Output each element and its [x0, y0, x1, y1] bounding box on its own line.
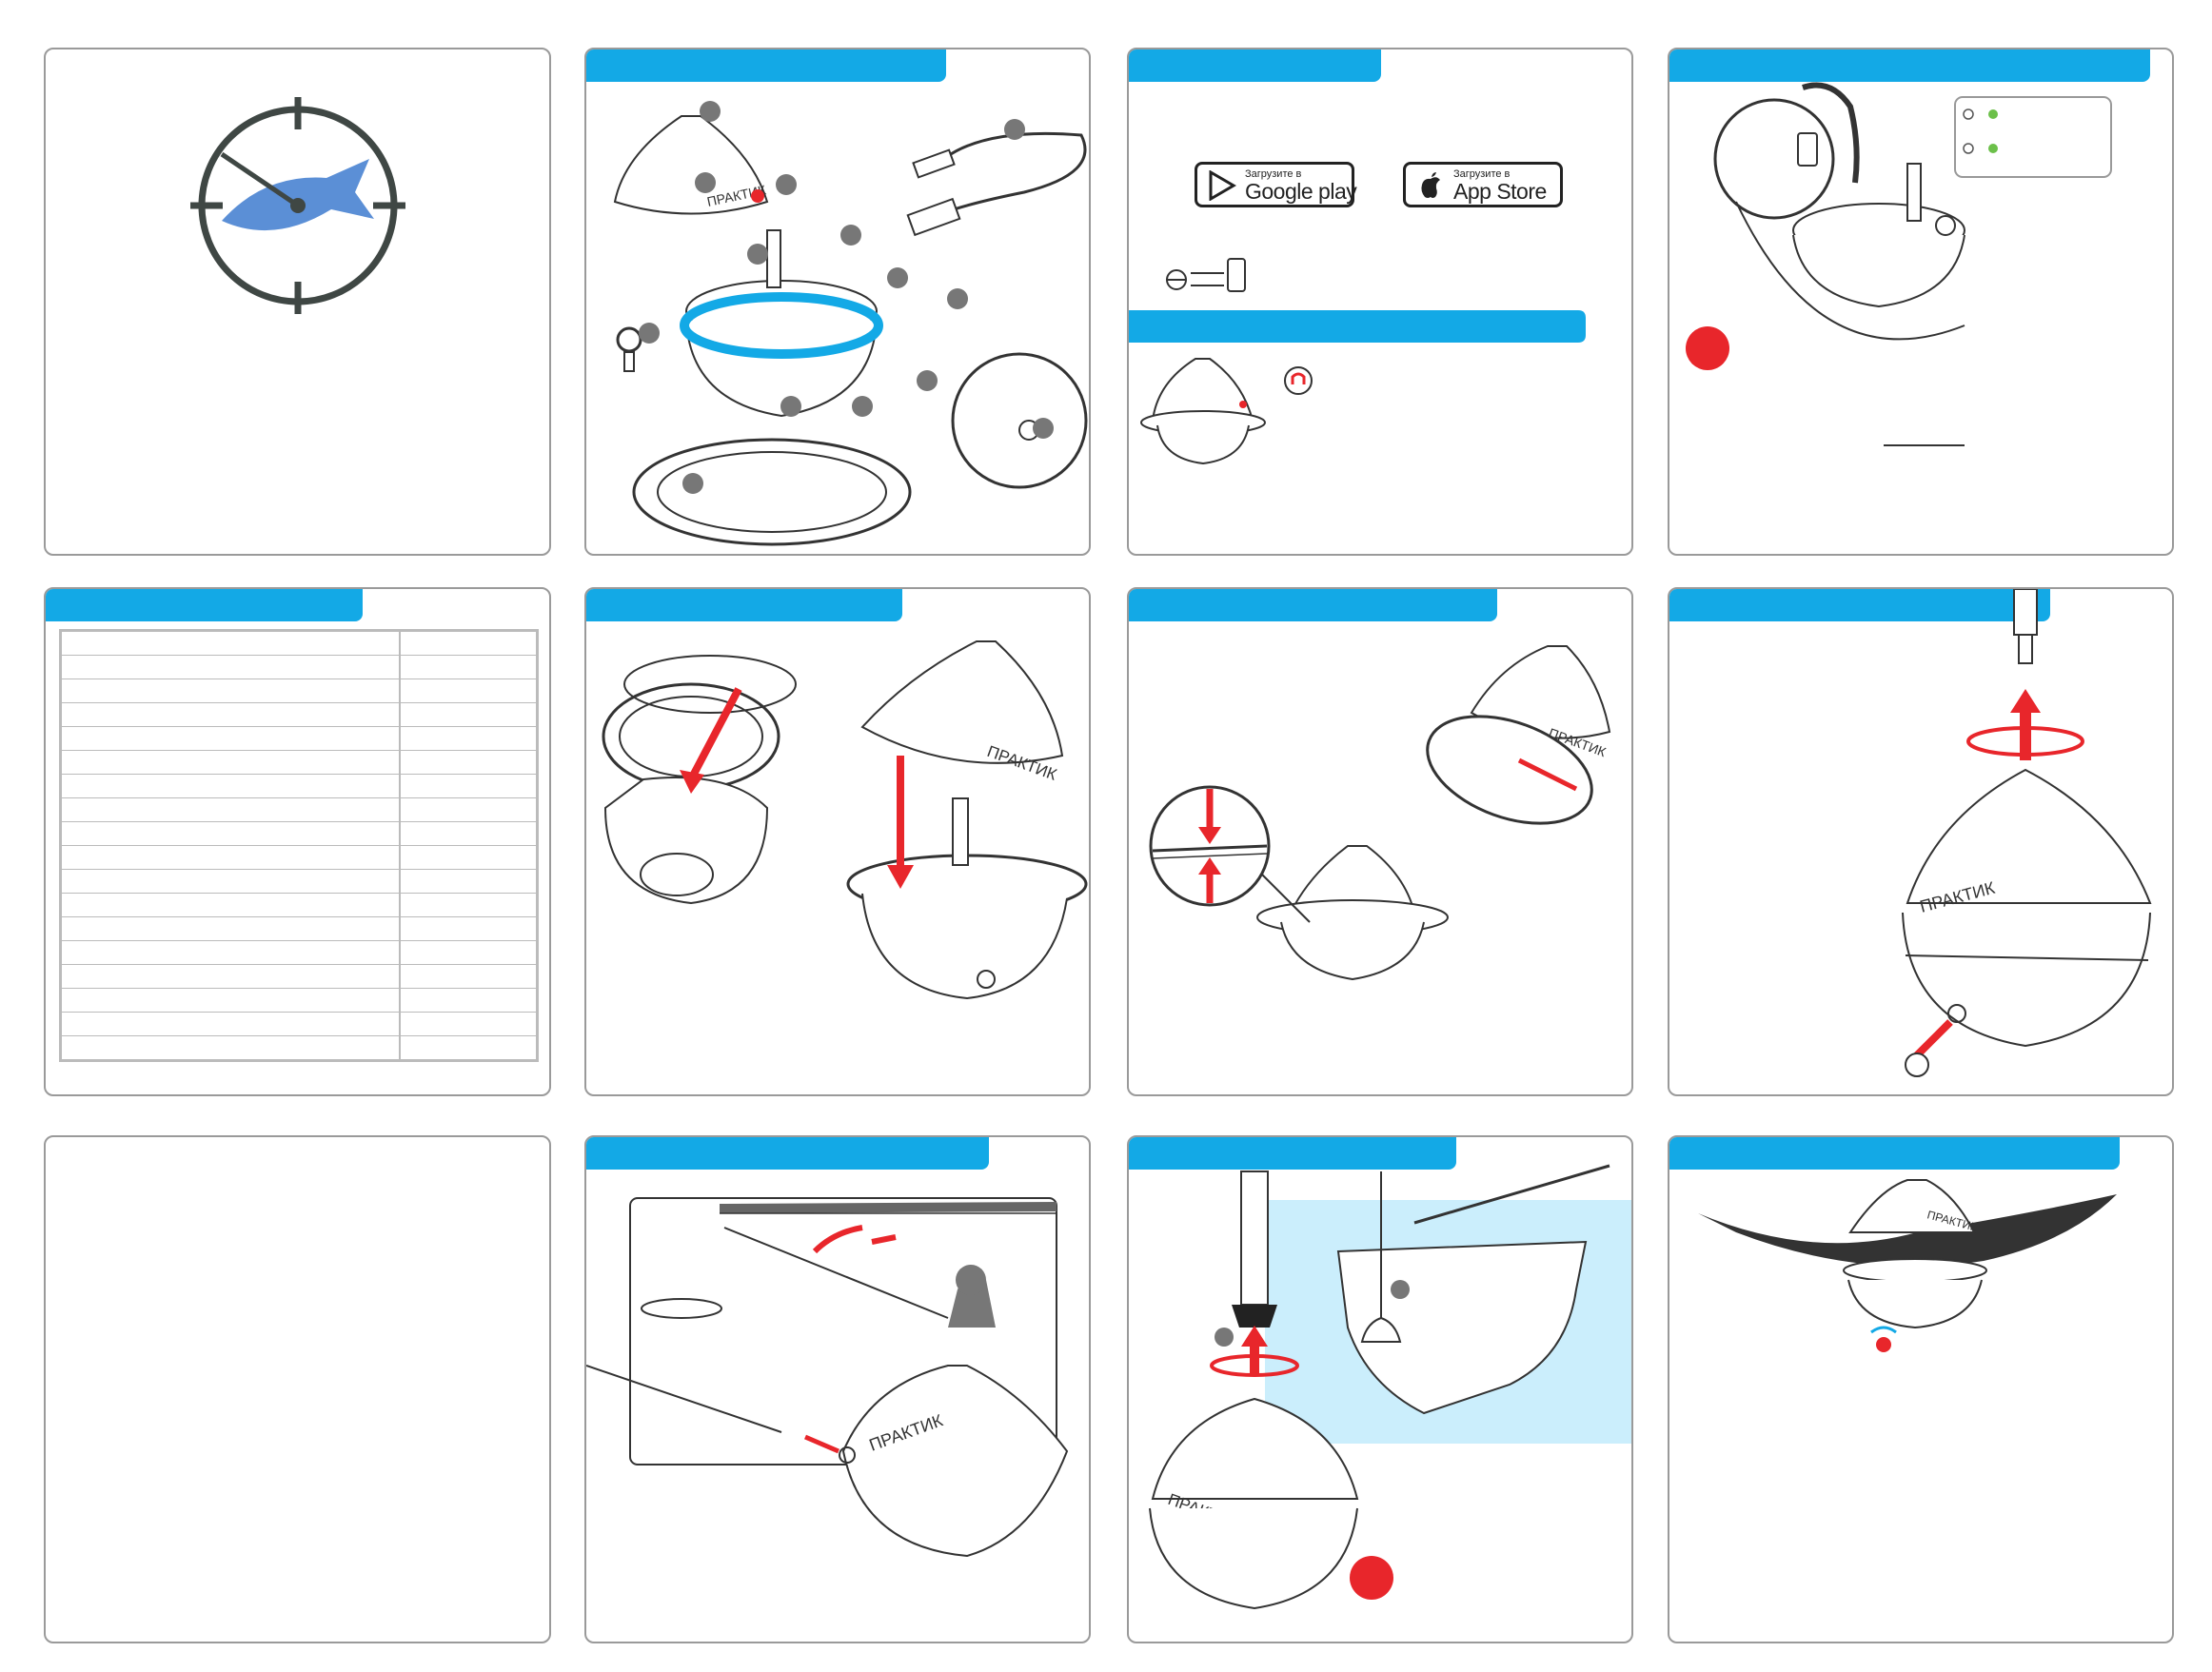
panel-sealing: ПРАКТИК — [1127, 587, 1633, 1096]
section-header-bar — [1129, 1137, 1456, 1170]
panel-in-water: ПРАКТИК — [1668, 1135, 2174, 1643]
boat-mount-illustration: ПРАКТИК — [1149, 1164, 1631, 1610]
panel-boat-mount: ПРАКТИК — [1127, 1135, 1633, 1643]
components-illustration: ПРАКТИК — [613, 101, 1088, 546]
table-row — [60, 916, 538, 941]
assembly-illustration: ПРАКТИК — [602, 640, 1088, 1000]
apple-icon — [1421, 172, 1440, 198]
table-row — [60, 821, 538, 846]
table-row — [60, 940, 538, 965]
section-header-bar — [1669, 1137, 2120, 1170]
google-play-small-label: Загрузите в — [1245, 168, 1302, 180]
app-store-button[interactable]: Загрузите в App Store — [1403, 162, 1563, 207]
panel-components: ПРАКТИК — [584, 48, 1091, 556]
eyebolt-illustration: ПРАКТИК — [1902, 589, 2152, 1077]
table-row — [60, 964, 538, 989]
section-header-bar — [1669, 49, 2150, 82]
section-header-bar — [586, 589, 902, 621]
table-row — [60, 630, 538, 656]
panel-casting: ПРАКТИК — [584, 1135, 1091, 1643]
panel-assembly: ПРАКТИК — [584, 587, 1091, 1096]
table-row — [60, 869, 538, 894]
table-row — [60, 726, 538, 751]
table-row — [60, 1035, 538, 1061]
panel-app-download: Загрузите в Google play Загрузите в App … — [1127, 48, 1633, 556]
water-illustration: ПРАКТИК — [1698, 1179, 2117, 1352]
table-row — [60, 774, 538, 798]
google-play-button[interactable]: Загрузите в Google play — [1195, 162, 1357, 207]
connection-illustration — [1129, 258, 1586, 465]
charging-illustration — [1686, 82, 2112, 446]
app-store-label: App Store — [1453, 179, 1547, 204]
table-row — [60, 655, 538, 679]
section-header-bar — [1129, 49, 1381, 82]
panel-specifications — [44, 587, 551, 1096]
table-row — [60, 1012, 538, 1036]
table-row — [60, 702, 538, 727]
sealing-illustration: ПРАКТИК — [1149, 645, 1611, 981]
section-header-bar — [1669, 589, 2050, 621]
google-play-label: Google play — [1245, 179, 1357, 204]
panel-charging — [1668, 48, 2174, 556]
panel-logo — [44, 48, 551, 556]
spec-table — [59, 629, 539, 1062]
section-header-bar — [586, 49, 946, 82]
table-row — [60, 679, 538, 703]
panel-blank — [44, 1135, 551, 1643]
google-play-icon — [1209, 170, 1236, 201]
table-row — [60, 988, 538, 1013]
table-row — [60, 845, 538, 870]
panel-eyebolt: ПРАКТИК — [1668, 587, 2174, 1096]
fish-target-icon — [190, 97, 405, 314]
table-row — [60, 893, 538, 917]
table-row — [60, 750, 538, 775]
table-row — [60, 797, 538, 822]
casting-illustration: ПРАКТИК — [586, 1197, 1069, 1558]
section-header-bar — [586, 1137, 989, 1170]
app-store-small-label: Загрузите в — [1453, 168, 1511, 180]
section-header-bar — [1129, 589, 1497, 621]
section-header-bar — [46, 589, 363, 621]
